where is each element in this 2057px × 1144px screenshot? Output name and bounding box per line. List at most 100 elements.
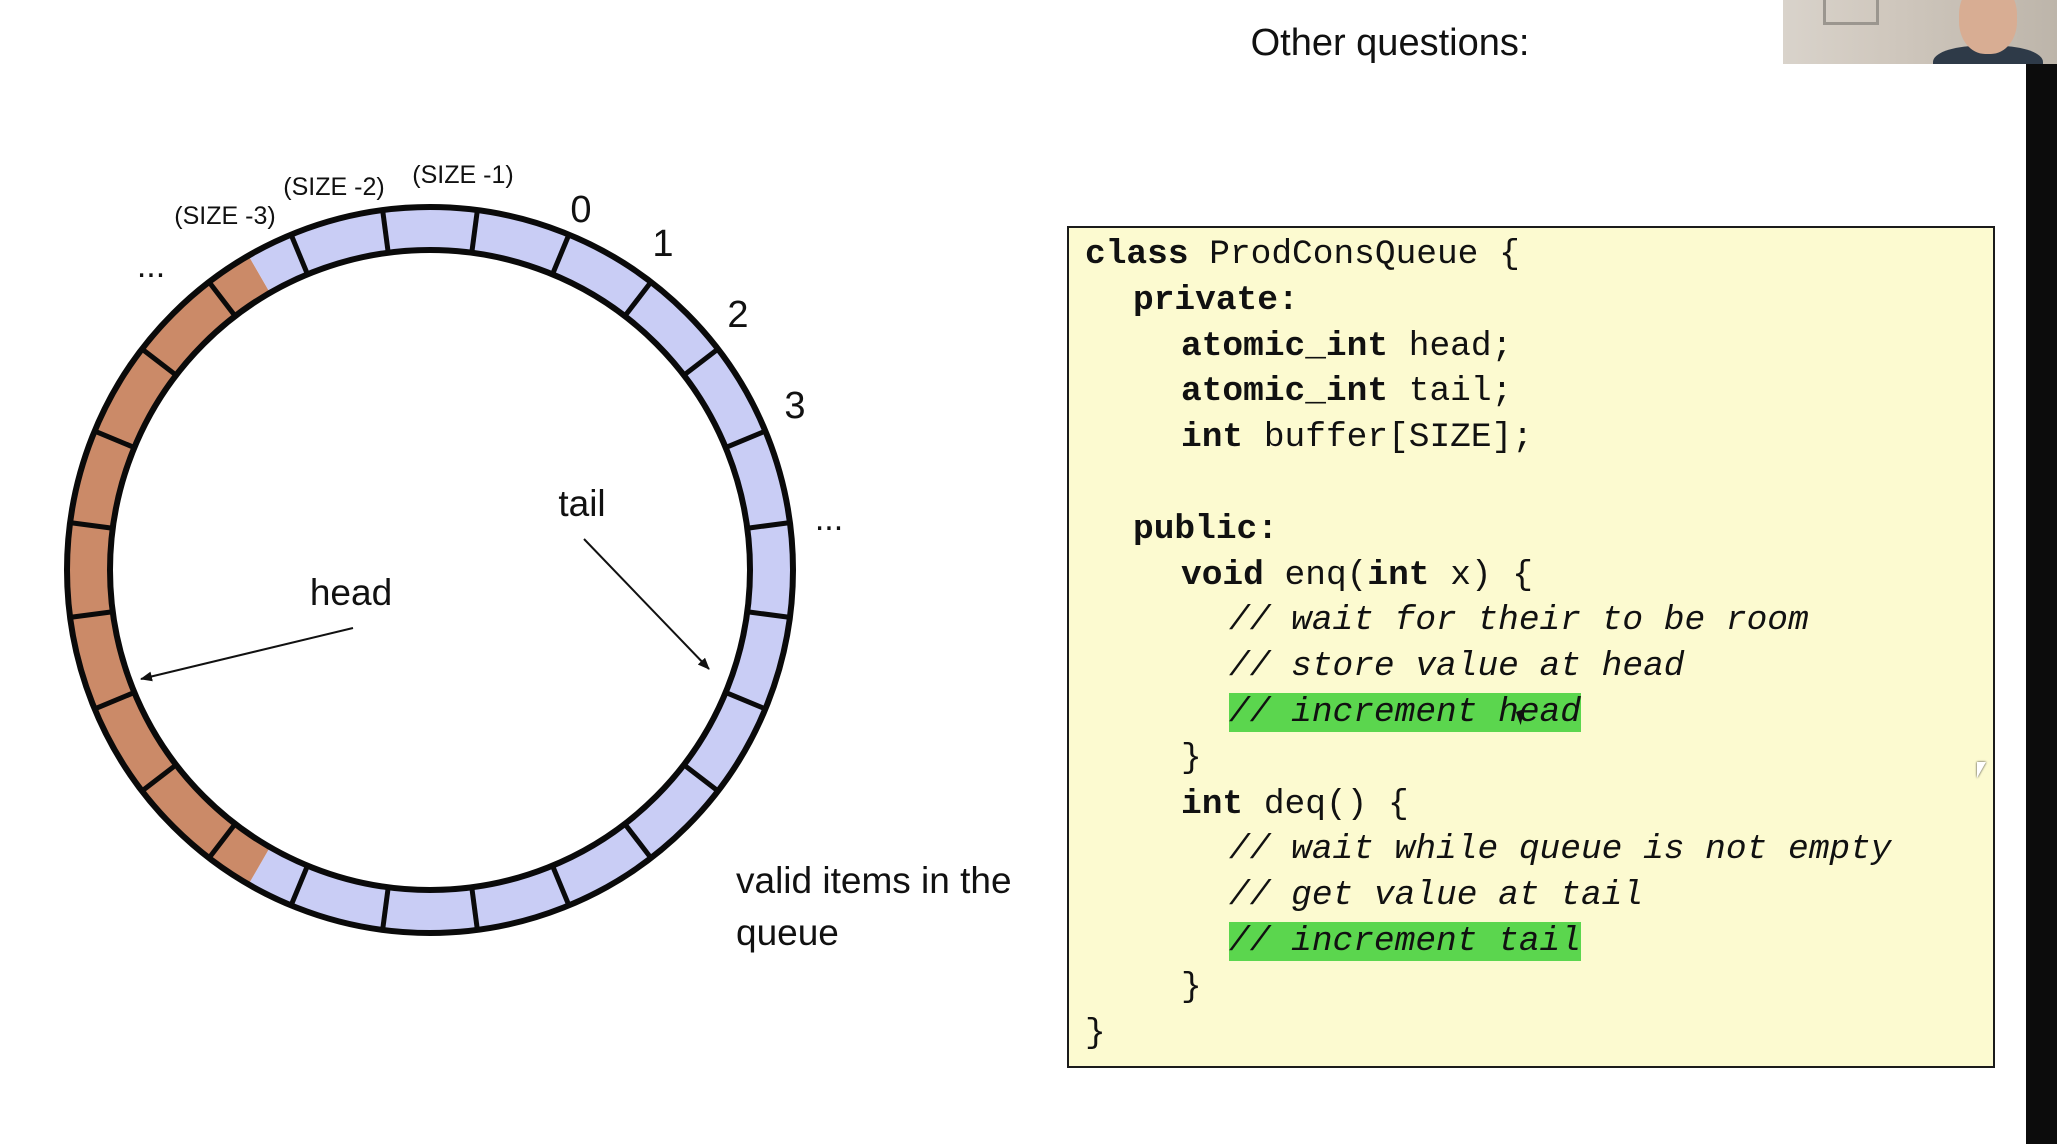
buffer-slot-divider — [69, 520, 114, 531]
ellipsis-label-left: ... — [137, 247, 165, 285]
circular-buffer-diagram: (SIZE -3) (SIZE -2) (SIZE -1) 0 1 2 3 ..… — [64, 161, 843, 936]
code-comment: // wait for their to be room — [1229, 601, 1809, 641]
buffer-slot-divider — [682, 762, 720, 793]
buffer-slot-divider — [93, 428, 136, 450]
tail-pointer-arrow — [583, 538, 710, 670]
ring-inner-edge — [107, 247, 753, 893]
code-box: class ProdConsQueue {private:atomic_int … — [1067, 226, 1995, 1068]
code-keyword: int — [1181, 418, 1244, 458]
buffer-slot-divider — [380, 209, 391, 254]
mouse-pointer-icon — [1977, 762, 1986, 778]
buffer-slot-empty — [552, 234, 651, 317]
code-comment: // get value at tail — [1229, 876, 1644, 916]
code-text: } — [1181, 738, 1202, 778]
code-keyword: atomic_int — [1181, 372, 1389, 412]
index-label-3: 3 — [784, 385, 805, 427]
buffer-slot-empty — [382, 887, 478, 933]
code-comment: // increment tail — [1229, 922, 1581, 961]
code-line: // wait for their to be room — [1229, 598, 1809, 644]
buffer-slot-divider — [288, 864, 310, 907]
index-label-1: 1 — [652, 223, 673, 265]
code-line: } — [1181, 965, 1202, 1011]
code-line: atomic_int head; — [1181, 324, 1512, 370]
webcam-thumbnail — [1783, 0, 2057, 64]
webcam-picture-frame — [1823, 0, 1879, 25]
code-line: // increment tail — [1229, 919, 1581, 965]
code-text: deq() { — [1243, 784, 1409, 824]
buffer-slot-divider — [724, 428, 767, 450]
code-comment: // store value at head — [1229, 647, 1685, 687]
code-line: // wait while queue is not empty — [1229, 827, 1892, 873]
code-text: } — [1181, 967, 1202, 1007]
code-text: } — [1085, 1013, 1106, 1053]
buffer-slot-divider — [682, 347, 720, 378]
code-line: int deq() { — [1181, 782, 1409, 828]
buffer-slot-empty — [747, 522, 794, 618]
buffer-ring — [64, 204, 796, 936]
buffer-slot-divider — [140, 762, 178, 793]
buffer-slot-divider — [469, 209, 480, 254]
code-keyword: class — [1085, 235, 1189, 274]
buffer-slot-empty — [382, 207, 478, 253]
code-text: tail; — [1388, 372, 1513, 412]
slide-title: Other questions: — [1250, 22, 1530, 64]
buffer-slot-divider — [380, 886, 391, 931]
code-line: // increment head — [1229, 690, 1581, 736]
code-line: atomic_int tail; — [1181, 369, 1512, 415]
code-line: } — [1085, 1011, 1106, 1057]
buffer-slot-divider — [622, 822, 653, 860]
buffer-slot-divider — [622, 280, 653, 318]
tail-pointer-label: tail — [558, 483, 605, 524]
ring-outer-edge — [64, 204, 796, 936]
buffer-slot-divider — [746, 609, 791, 620]
head-pointer-arrow — [140, 627, 354, 682]
buffer-slot-divider — [746, 520, 791, 531]
code-line: void enq(int x) { — [1181, 553, 1533, 599]
code-keyword: atomic_int — [1181, 326, 1389, 366]
buffer-slot-divider — [140, 347, 178, 378]
buffer-slot-filled — [142, 282, 236, 376]
code-line: } — [1181, 736, 1202, 782]
code-keyword: public: — [1133, 509, 1278, 549]
valid-items-label: valid items in the queue — [736, 860, 1012, 953]
buffer-slot-divider — [207, 280, 238, 318]
code-text: buffer[SIZE]; — [1243, 418, 1533, 458]
buffer-slot-divider — [207, 822, 238, 860]
index-label-size-minus-1: (SIZE -1) — [412, 161, 513, 189]
buffer-slot-divider — [93, 690, 136, 712]
code-line: // store value at head — [1229, 644, 1684, 690]
code-keyword: private: — [1133, 280, 1299, 320]
code-keyword: int — [1181, 784, 1244, 824]
buffer-slot-empty — [624, 282, 718, 376]
code-line: int buffer[SIZE]; — [1181, 415, 1533, 461]
buffer-slot-divider — [69, 609, 114, 620]
index-label-size-minus-2: (SIZE -2) — [283, 173, 384, 201]
code-keyword: int — [1367, 555, 1430, 595]
index-label-size-minus-3: (SIZE -3) — [174, 202, 275, 230]
ellipsis-label-right: ... — [815, 500, 843, 538]
code-comment: // wait while queue is not empty — [1229, 830, 1892, 870]
code-text: head; — [1388, 326, 1513, 366]
buffer-slot-empty — [624, 764, 718, 858]
buffer-slot-filled — [94, 692, 177, 791]
index-label-0: 0 — [570, 189, 591, 231]
webcam-presenter-shirt — [1933, 46, 2043, 64]
buffer-slot-empty — [552, 823, 651, 906]
buffer-slot-filled — [142, 764, 236, 858]
webcam-presenter-head — [1959, 0, 2017, 54]
window-edge — [2026, 64, 2057, 1144]
code-text: enq( — [1263, 555, 1368, 595]
code-text: x) { — [1429, 555, 1534, 595]
code-text: ProdConsQueue { — [1188, 235, 1520, 274]
code-line: public: — [1133, 507, 1278, 553]
buffer-slot-filled — [94, 349, 177, 448]
buffer-slot-empty — [683, 692, 766, 791]
buffer-slot-divider — [550, 233, 572, 276]
buffer-slot-divider — [469, 886, 480, 931]
code-line: // get value at tail — [1229, 873, 1643, 919]
buffer-slot-divider — [724, 690, 767, 712]
buffer-slot-divider — [550, 864, 572, 907]
code-comment: // increment head — [1229, 693, 1581, 732]
buffer-slot-empty — [683, 349, 766, 448]
